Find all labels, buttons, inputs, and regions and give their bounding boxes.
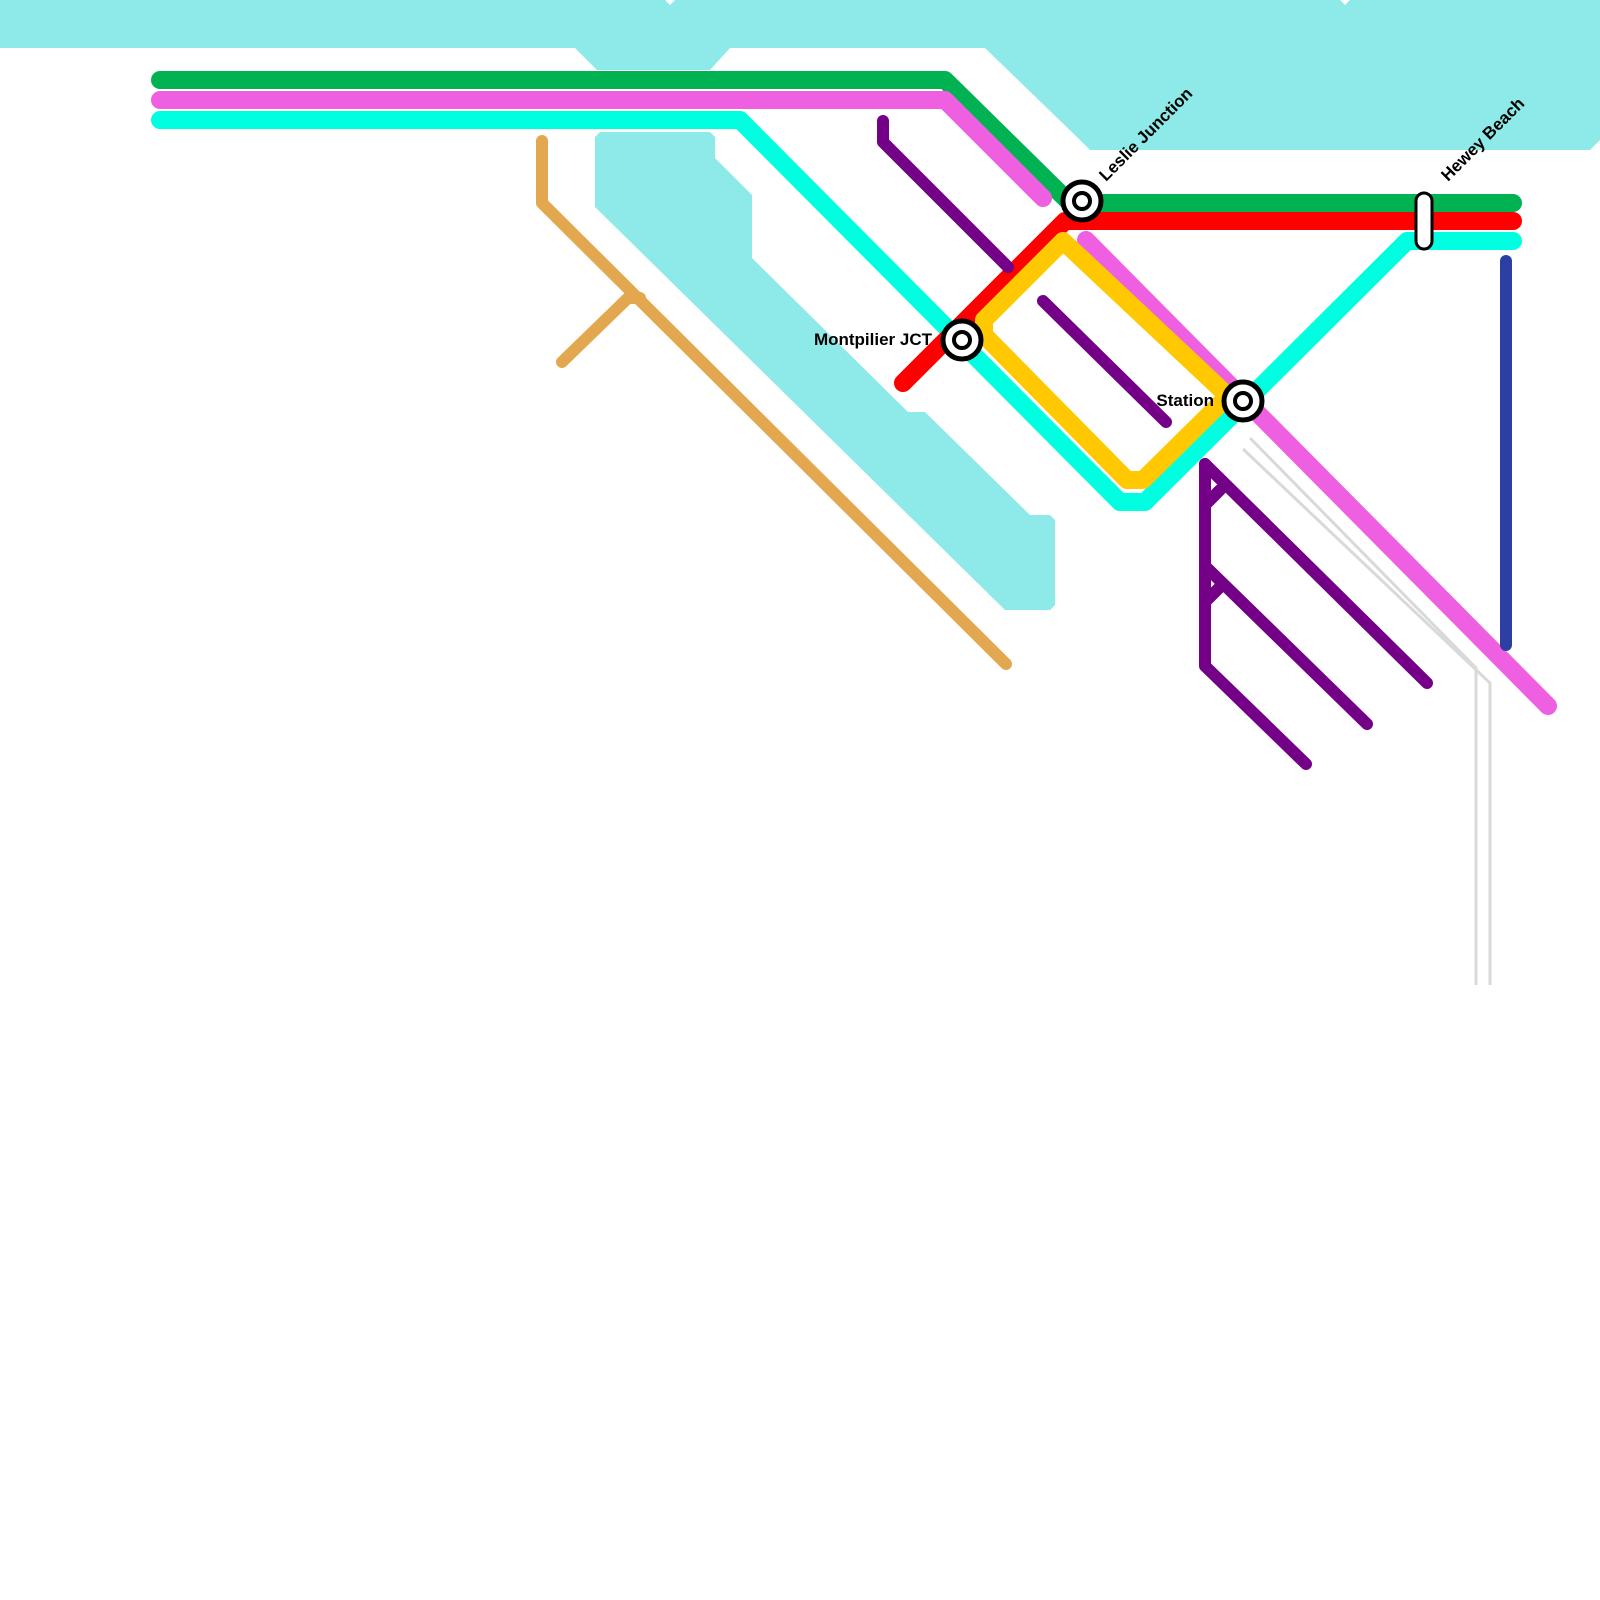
station-station[interactable]: Station (1156, 379, 1265, 423)
station-label: Montpilier JCT (814, 330, 933, 349)
cyan-line (151, 111, 1522, 511)
pink-line-east (1077, 231, 1557, 715)
interchange-marker-core (1233, 391, 1253, 411)
purple-line-1 (877, 115, 1014, 273)
interchange-marker-core (1072, 191, 1092, 211)
tracks-layer (1241, 436, 1492, 985)
purple-line-5 (1199, 560, 1373, 730)
station-label: Station (1156, 391, 1214, 410)
purple-spur-1 (1199, 484, 1226, 511)
green-line (151, 71, 1522, 212)
purple-line-2 (1037, 295, 1172, 428)
orange-line (536, 135, 1012, 670)
water-channel (595, 132, 1055, 610)
lines-layer (151, 71, 1557, 770)
purple-line-4 (1199, 458, 1312, 770)
orange-branch (556, 292, 646, 368)
grey-track-b (1241, 447, 1492, 985)
water-top (0, 0, 1600, 150)
station-montpilier[interactable]: Montpilier JCT (814, 318, 984, 362)
purple-spur-2 (1199, 581, 1226, 608)
pink-line (151, 91, 1052, 207)
stop-marker[interactable] (1414, 191, 1434, 251)
water-layer (0, 0, 1600, 610)
interchange-marker-core (952, 330, 972, 350)
yellow-line (975, 232, 1237, 489)
purple-line-3 (1199, 458, 1433, 689)
